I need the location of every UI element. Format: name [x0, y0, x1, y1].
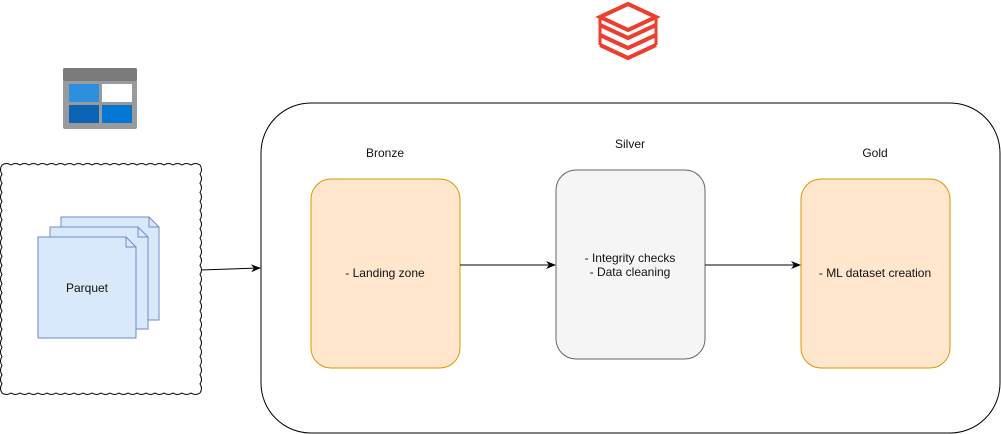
gold-item: - ML dataset creation: [819, 266, 931, 280]
parquet-label: Parquet: [66, 281, 109, 295]
arrow-source-to-databricks: [200, 264, 261, 273]
silver-title: Silver: [615, 137, 645, 151]
silver-item-cleaning: - Data cleaning: [590, 265, 671, 279]
parquet-files: [37, 216, 160, 339]
azure-storage-icon: [63, 68, 137, 129]
silver-item-integrity: - Integrity checks: [585, 251, 676, 265]
databricks-logo-icon: [595, 1, 661, 61]
bronze-item: - Landing zone: [345, 266, 425, 280]
bronze-box: [310, 178, 461, 369]
gold-box: [800, 178, 951, 369]
bronze-title: Bronze: [366, 146, 404, 160]
gold-title: Gold: [862, 146, 887, 160]
